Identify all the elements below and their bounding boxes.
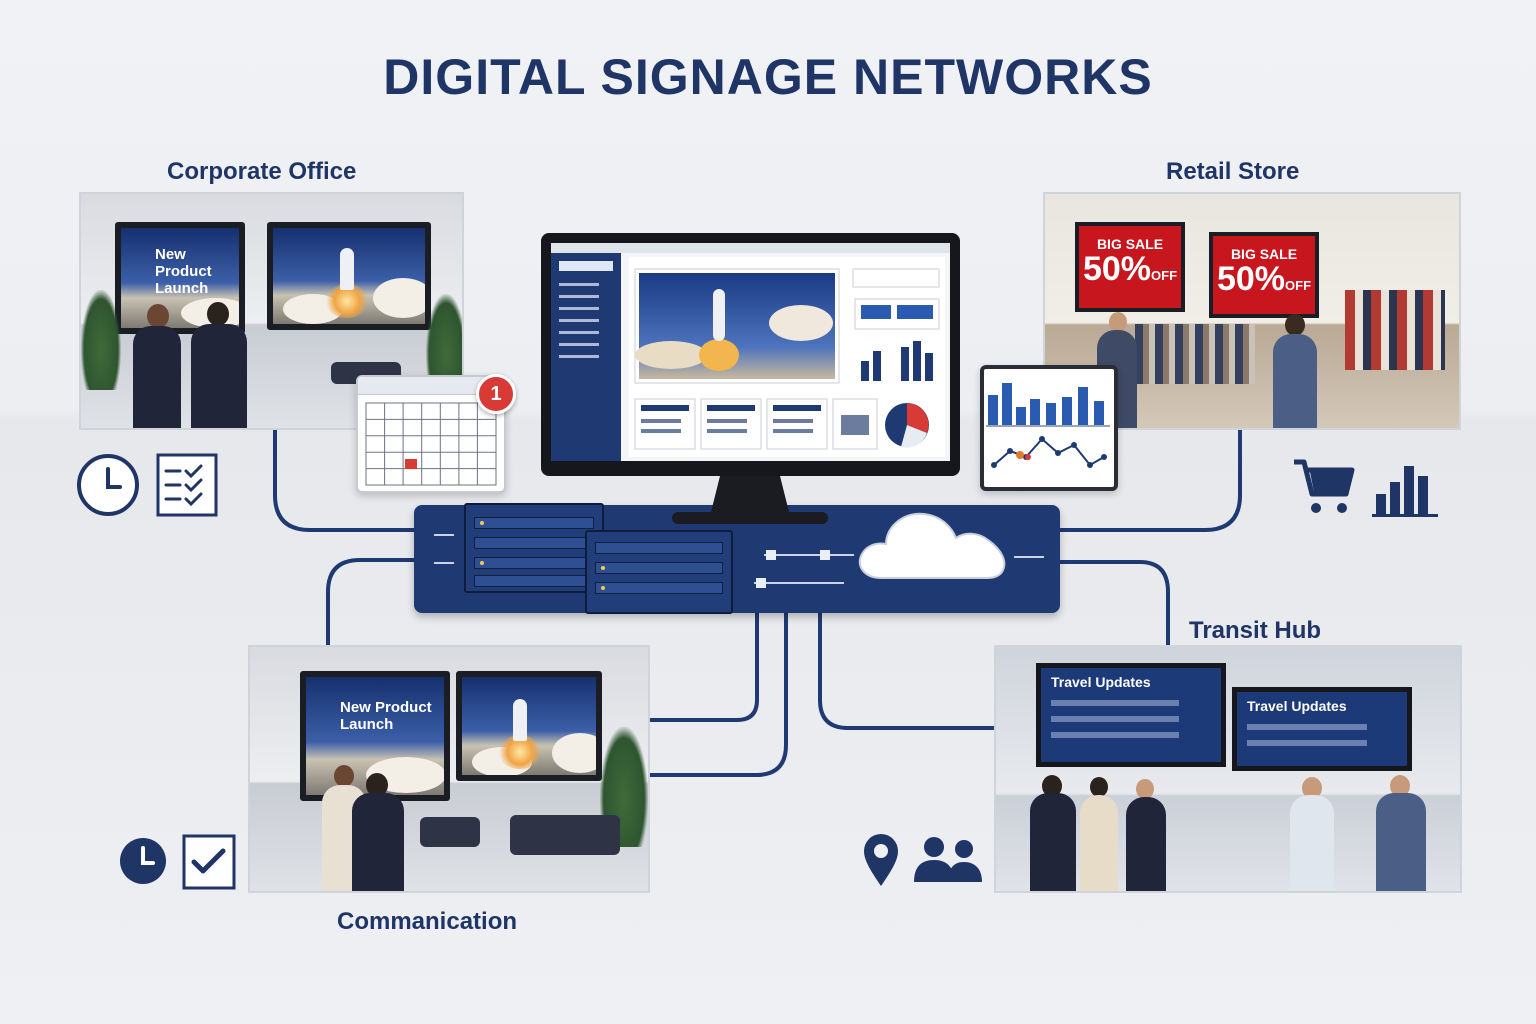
clock-icon <box>76 453 140 517</box>
cloud-icon <box>852 502 1012 582</box>
rocket-icon <box>513 699 527 741</box>
dashboard-ui <box>551 243 950 461</box>
transit-hub-label: Transit Hub <box>1189 617 1322 644</box>
sale-percent: 50% <box>1082 250 1152 288</box>
shopping-cart-icon <box>1292 456 1356 516</box>
calendar-grid <box>365 402 497 486</box>
communication-label: Commanication <box>337 908 518 935</box>
connector-mid-1 <box>650 613 759 722</box>
connector-retail <box>1060 430 1242 532</box>
transit-hub-photo: Travel Updates Travel Updates <box>994 645 1462 893</box>
sale-text: BIG SALE <box>1096 236 1164 252</box>
retail-store-label: Retail Store <box>1166 158 1300 185</box>
people-icon <box>912 834 984 884</box>
corporate-screen-text: New Product Launch <box>155 246 212 297</box>
page-title: DIGITAL SIGNAGE NETWORKS <box>383 49 1153 105</box>
sale-percent: 50% <box>1216 260 1286 298</box>
connector-transit <box>1060 560 1170 645</box>
travel-board-left: Travel Updates <box>1036 663 1226 767</box>
location-pin-icon <box>862 832 900 888</box>
travel-board-title: Travel Updates <box>1051 674 1151 690</box>
monitor-stand <box>710 476 790 516</box>
communication-screen-right <box>456 671 602 781</box>
sale-off: OFF <box>1285 278 1312 293</box>
communication-screen-text: New Product Launch <box>340 699 432 733</box>
sale-sign-left: BIG SALE 50%OFF <box>1075 222 1185 312</box>
communication-photo: New Product Launch <box>248 645 650 893</box>
bar-chart-icon <box>1372 460 1438 518</box>
checkbox-icon <box>182 834 236 890</box>
connector-communication <box>326 558 416 645</box>
sale-off: OFF <box>1151 268 1178 283</box>
corporate-office-label: Corporate Office <box>167 158 357 185</box>
notification-badge: 1 <box>476 374 516 414</box>
travel-board-right: Travel Updates <box>1232 687 1412 771</box>
rocket-icon <box>340 248 354 290</box>
sale-text: BIG SALE <box>1230 246 1298 262</box>
analytics-chart <box>986 383 1110 468</box>
connector-mid-3 <box>818 613 995 730</box>
connector-corporate <box>273 430 416 532</box>
server-rack-left <box>464 503 604 593</box>
sale-sign-right: BIG SALE 50%OFF <box>1209 232 1319 318</box>
monitor-base <box>672 512 828 524</box>
rocket-icon <box>713 289 725 341</box>
checklist-icon <box>156 453 218 517</box>
analytics-tablet <box>980 365 1118 491</box>
travel-board-title: Travel Updates <box>1247 698 1347 714</box>
corporate-screen-right <box>267 222 431 330</box>
hub-link-lines <box>434 534 1044 588</box>
connector-mid-2 <box>650 613 788 777</box>
clock-icon <box>118 836 168 886</box>
corporate-screen-left: New Product Launch <box>115 222 245 334</box>
server-rack-right <box>585 530 733 614</box>
